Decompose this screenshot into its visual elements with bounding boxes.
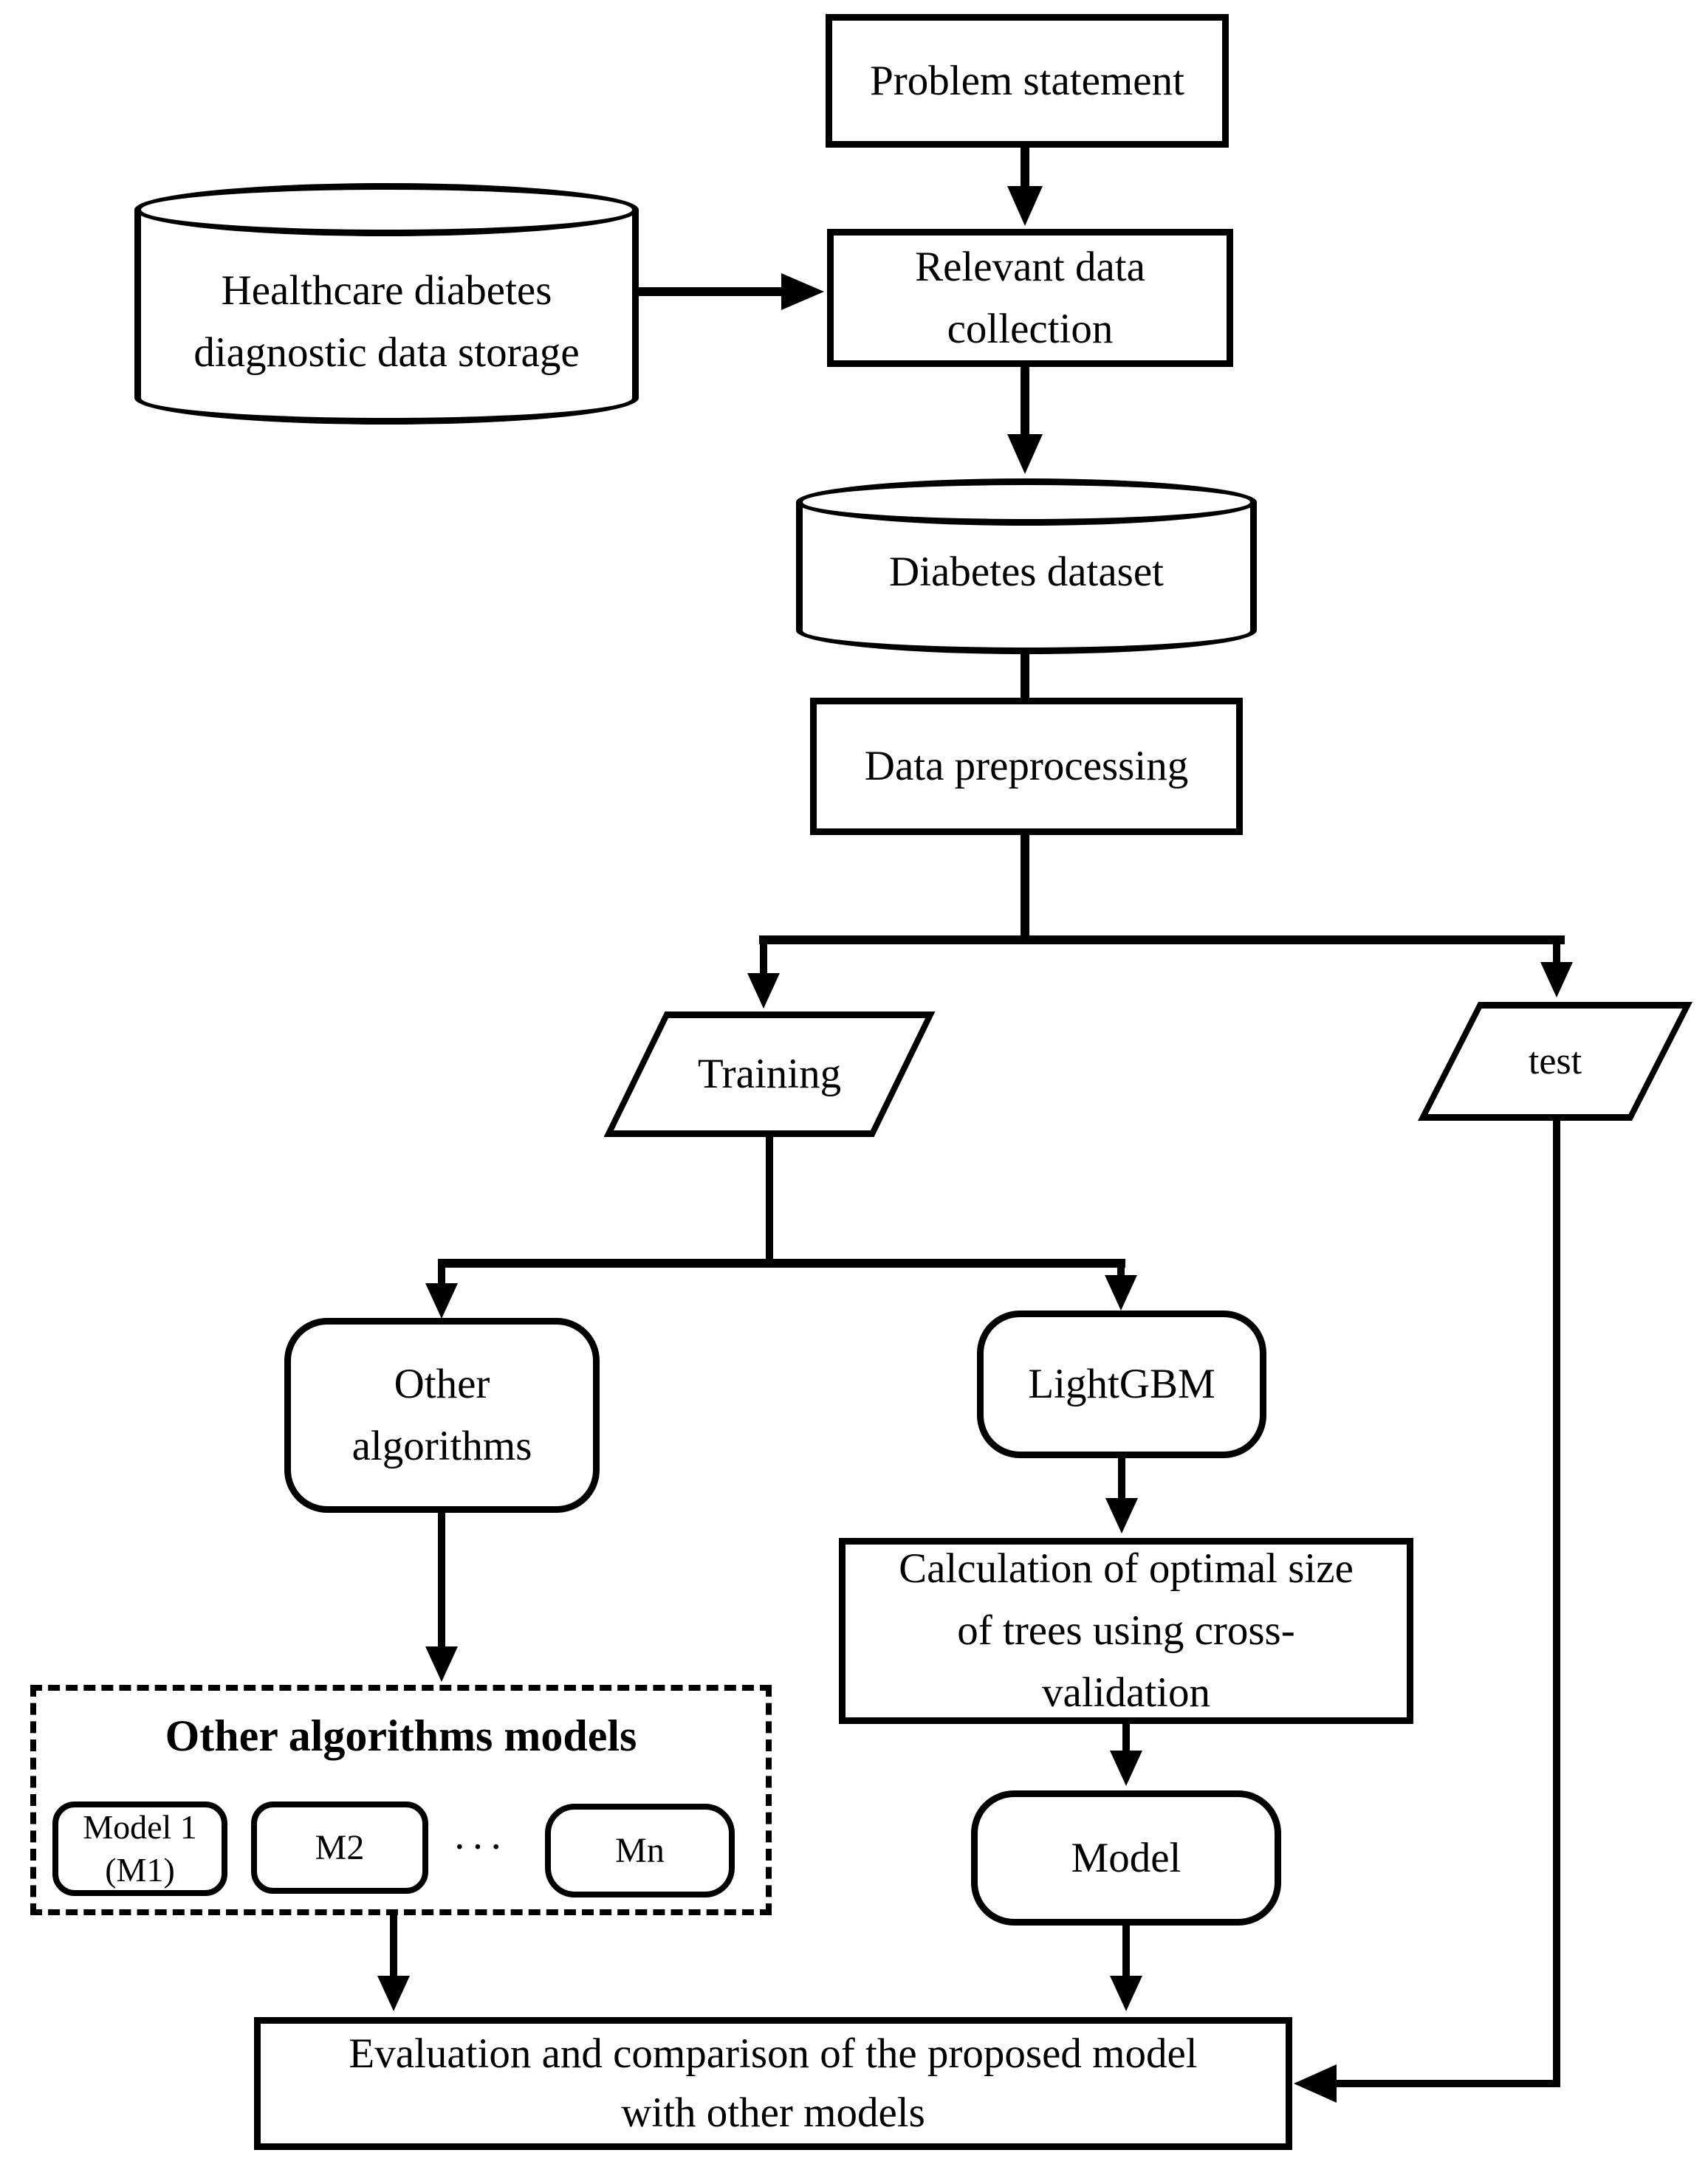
mn-chip: Mn [545, 1804, 735, 1897]
diabetes-dataset-cylinder: Diabetes dataset [796, 478, 1257, 654]
test-label: test [1528, 1040, 1582, 1082]
branch-line-algorithms [438, 1259, 1125, 1268]
m2-chip: M2 [251, 1802, 428, 1894]
cylinder-body [134, 210, 639, 398]
arrow-to-other-shaft [438, 1268, 445, 1286]
arrow-calc-to-model-shaft [1122, 1724, 1130, 1754]
arrow-storage-to-relevant-head [781, 273, 824, 310]
arrow-other-to-models-shaft [438, 1513, 445, 1649]
calculation-box: Calculation of optimal size of trees usi… [839, 1538, 1413, 1724]
lightgbm-box: LightGBM [977, 1311, 1266, 1458]
connector-training-down [766, 1137, 773, 1268]
arrow-lightgbm-to-calc-head [1105, 1498, 1138, 1533]
diabetes-dataset-label: Diabetes dataset [889, 549, 1164, 595]
arrow-relevant-to-dataset-shaft [1021, 367, 1029, 436]
arrow-to-training-head [747, 973, 780, 1009]
arrow-to-training-shaft [760, 944, 767, 976]
arrow-model-to-eval-head [1110, 1976, 1142, 2011]
model-box: Model [971, 1790, 1281, 1926]
arrow-to-lightgbm-shaft [1117, 1268, 1125, 1277]
cylinder-top-ellipse [796, 478, 1257, 526]
arrow-other-to-models-head [425, 1646, 458, 1682]
arrow-calc-to-model-head [1110, 1751, 1142, 1786]
model-label: Model [1071, 1834, 1181, 1881]
arrow-to-test-head [1540, 962, 1573, 997]
lightgbm-label: LightGBM [1028, 1361, 1215, 1407]
healthcare-storage-cylinder: Healthcare diabetes diagnostic data stor… [134, 183, 639, 425]
connector-preprocessing-down [1021, 835, 1029, 944]
arrow-test-to-eval-head [1294, 2064, 1337, 2103]
arrow-relevant-to-dataset-head [1007, 434, 1043, 474]
mn-label: Mn [615, 1830, 665, 1870]
arrow-models-to-eval-head [377, 1976, 410, 2011]
cylinder-top-ellipse [134, 183, 639, 236]
arrow-to-other-head [425, 1283, 458, 1319]
ellipsis-dots: ··· [453, 1824, 507, 1870]
data-preprocessing-label: Data preprocessing [864, 743, 1189, 789]
arrow-storage-to-relevant-shaft [639, 287, 784, 296]
connector-test-down [1553, 1121, 1560, 2087]
arrow-to-lightgbm-head [1105, 1275, 1137, 1311]
arrow-models-to-eval-shaft [390, 1915, 397, 1979]
relevant-data-collection-box: Relevant data collection [827, 229, 1233, 367]
evaluation-box: Evaluation and comparison of the propose… [254, 2017, 1292, 2150]
data-preprocessing-box: Data preprocessing [810, 698, 1243, 835]
model1-chip: Model 1 (M1) [52, 1802, 227, 1896]
healthcare-storage-label: Healthcare diabetes diagnostic data stor… [193, 267, 580, 376]
training-label: Training [697, 1051, 842, 1097]
arrow-problem-to-relevant-head [1007, 186, 1043, 226]
arrow-model-to-eval-shaft [1122, 1926, 1130, 1979]
connector-test-left [1335, 2080, 1560, 2087]
branch-line-train-test [759, 935, 1565, 944]
other-models-group-title: Other algorithms models [165, 1711, 637, 1760]
problem-statement-box: Problem statement [826, 14, 1229, 148]
arrow-to-test-shaft [1553, 944, 1560, 965]
problem-statement-label: Problem statement [870, 57, 1184, 104]
other-algorithms-box: Other algorithms [284, 1318, 600, 1513]
connector-dataset-to-preprocessing [1021, 648, 1029, 698]
arrow-lightgbm-to-calc-shaft [1118, 1458, 1125, 1501]
arrow-problem-to-relevant-shaft [1021, 148, 1029, 190]
m2-label: M2 [315, 1827, 365, 1867]
